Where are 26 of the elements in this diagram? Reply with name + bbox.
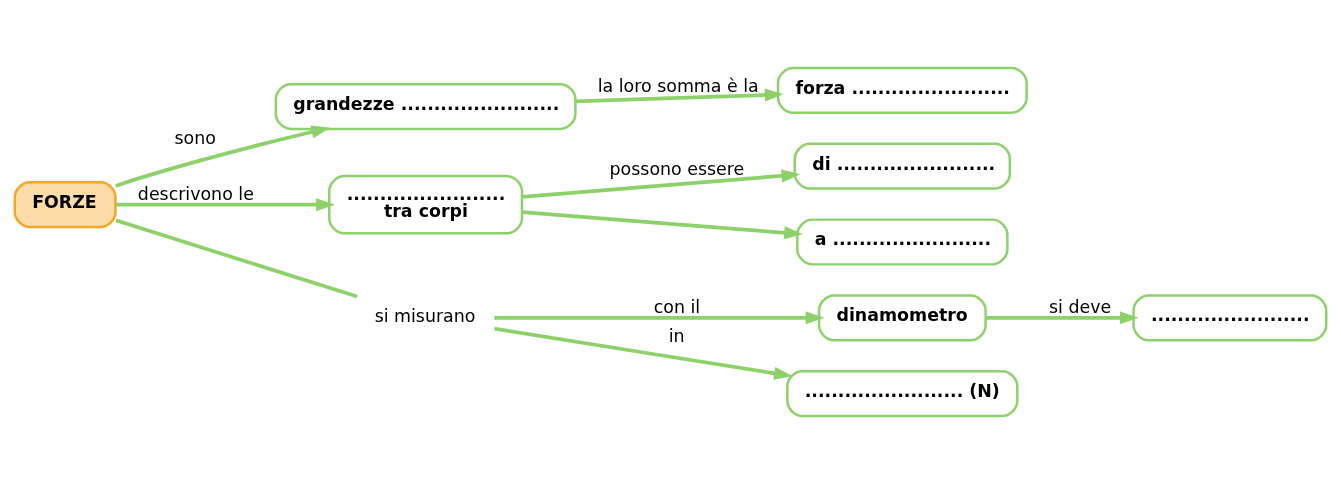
connector (115, 218, 358, 299)
node-box: grandezze ........................ (274, 82, 577, 131)
arrow (494, 311, 825, 325)
edge-label: in (668, 325, 685, 346)
node-box: ........................ (1132, 294, 1328, 342)
edge-label: con il (653, 297, 701, 318)
node-box: ........................ tra corpi (328, 174, 524, 235)
edge-label: sono (174, 128, 216, 149)
arrow (522, 169, 801, 199)
arrow (522, 210, 803, 240)
node-box: dinamometro (817, 294, 987, 342)
node-box: forza ........................ (776, 66, 1028, 114)
node-box: a ........................ (796, 218, 1009, 266)
node-box: di ........................ (793, 142, 1012, 190)
edge-label: descrivono le (137, 183, 254, 204)
arrow (115, 125, 331, 188)
edge-label: si deve (1049, 297, 1112, 318)
arrow (494, 326, 793, 380)
node-box: FORZE (13, 181, 117, 229)
node-box: ........................ (N) (786, 370, 1019, 418)
arrow (115, 198, 335, 212)
edge-label: possono essere (609, 159, 745, 180)
arrow (575, 88, 784, 104)
arrow (986, 311, 1139, 325)
node-text: si misurano (374, 306, 476, 327)
edge-label: la loro somma è la (597, 75, 759, 96)
